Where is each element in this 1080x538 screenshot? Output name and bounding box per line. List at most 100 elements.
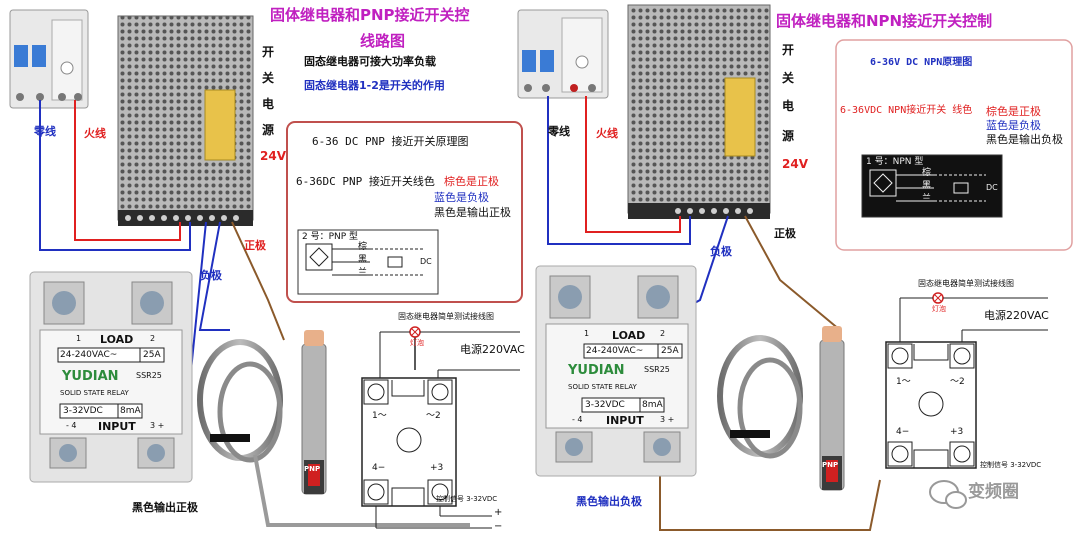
right-ssr-input: INPUT — [606, 414, 644, 427]
right-ssr-load: LOAD — [612, 329, 646, 342]
left-test-title: 固态继电器简单测试接线图 — [398, 312, 494, 321]
power-supply-left — [117, 15, 254, 226]
left-output-label: 黑色输出正极 — [132, 501, 198, 514]
left-ssr-relay: SOLID STATE RELAY — [60, 389, 129, 397]
right-symbol-blue: 兰 — [922, 194, 932, 204]
right-negative-label: 负极 — [710, 245, 732, 258]
left-note-2: 固态继电器1-2是开关的作用 — [304, 79, 445, 92]
right-ssr-n2: 2 — [660, 329, 666, 338]
proximity-sensor-left — [197, 330, 470, 527]
left-box-line2: 蓝色是负极 — [434, 191, 489, 204]
left-neutral-label: 零线 — [34, 125, 56, 138]
left-symbol-dc: DC — [420, 257, 432, 266]
left-symbol-brown: 棕 — [358, 242, 368, 252]
circuit-breaker-right — [517, 9, 609, 99]
left-ssr-n4: - 4 — [66, 421, 77, 430]
right-box-line1a: 6-36VDC NPN接近开关 线色 — [840, 105, 973, 116]
proximity-sensor-right — [717, 326, 845, 491]
right-psu-label-1: 开 — [782, 43, 795, 57]
left-title-line2: 线路图 — [360, 32, 406, 50]
left-ssr-brand: YUDIAN — [62, 369, 119, 384]
right-ssr-n1: 1 — [584, 329, 590, 338]
right-control-signal: 控制信号 3-32VDC — [980, 461, 1042, 469]
right-output-label: 黑色输出负极 — [576, 495, 642, 508]
right-psu-label-3: 电 — [782, 99, 795, 113]
left-terminal-3: +3 — [430, 463, 444, 473]
right-terminal-2: ～2 — [950, 377, 965, 387]
test-circuit-right — [885, 292, 1048, 469]
left-terminal-1: 1～ — [372, 411, 387, 421]
watermark: 变频圈 — [968, 482, 1019, 502]
left-plus-sign: + — [494, 507, 503, 518]
right-live-label: 火线 — [596, 127, 618, 140]
left-symbol-black: 黑 — [358, 255, 368, 265]
left-psu-label-3: 电 — [262, 97, 275, 111]
left-symbol-title: 2 号：PNP 型 — [302, 232, 359, 242]
right-neutral-label: 零线 — [548, 125, 570, 138]
right-psu-label-2: 关 — [782, 71, 795, 85]
principle-frame-right — [835, 39, 1073, 251]
left-psu-label-2: 关 — [262, 71, 275, 85]
right-ssr-dc: 3-32VDC — [585, 400, 625, 410]
left-ssr-n3: 3 + — [150, 421, 165, 430]
right-ssr-amp: 25A — [661, 346, 679, 356]
right-test-title: 固态继电器简单测试接线图 — [918, 279, 1014, 288]
power-supply-right — [627, 4, 771, 219]
right-box-title: 6-36V DC NPN原理图 — [870, 57, 973, 68]
left-psu-voltage: 24V — [260, 149, 286, 163]
left-ssr-range: 24-240VAC~ — [60, 350, 118, 360]
left-minus-sign: − — [494, 521, 503, 532]
left-box-line1a: 6-36DC PNP 接近开关线色 — [296, 175, 435, 188]
right-psu-label-4: 源 — [782, 129, 795, 143]
left-mains-label: 电源220VAC — [460, 343, 525, 356]
left-ssr-n2: 2 — [150, 334, 156, 343]
left-box-title: 6-36 DC PNP 接近开关原理图 — [312, 135, 469, 148]
right-ssr-model: SSR25 — [644, 365, 670, 374]
right-lamp-label: 灯泡 — [932, 305, 946, 313]
pnp-symbol-left — [297, 229, 439, 295]
left-lamp-label: 灯泡 — [410, 339, 424, 347]
left-psu-label-4: 源 — [262, 123, 275, 137]
right-box-line2: 蓝色是负极 — [986, 119, 1041, 132]
left-positive-label: 正极 — [244, 239, 266, 252]
left-box-line1b: 棕色是正极 — [444, 175, 499, 188]
right-sensor-label: PNP — [822, 461, 839, 469]
solid-state-relay-right — [535, 265, 697, 477]
left-ssr-ma: 8mA — [120, 406, 141, 416]
right-psu-voltage: 24V — [782, 157, 808, 171]
left-ssr-input: INPUT — [98, 420, 136, 433]
right-terminal-3: +3 — [950, 427, 964, 437]
left-box-line3: 黑色是输出正极 — [434, 206, 511, 219]
left-negative-label: 负极 — [200, 269, 222, 282]
left-note-1: 固态继电器可接大功率负载 — [304, 55, 436, 68]
left-ssr-dc: 3-32VDC — [63, 406, 103, 416]
right-symbol-brown: 棕 — [922, 168, 932, 178]
right-symbol-black: 黑 — [922, 181, 932, 191]
right-ssr-ma: 8mA — [642, 400, 663, 410]
right-box-line1b: 棕色是正极 — [986, 105, 1041, 118]
left-psu-label-1: 开 — [262, 45, 275, 59]
right-box-line3: 黑色是输出负极 — [986, 133, 1063, 146]
right-positive-label: 正极 — [774, 227, 796, 240]
left-ssr-load: LOAD — [100, 333, 134, 346]
right-ssr-range: 24-240VAC~ — [586, 346, 644, 356]
left-title-line1: 固体继电器和PNP接近开关控 — [270, 6, 470, 24]
principle-frame-left — [286, 121, 523, 303]
right-symbol-dc: DC — [986, 183, 998, 192]
left-sensor-label: PNP — [304, 465, 321, 473]
right-mains-label: 电源220VAC — [984, 309, 1049, 322]
right-ssr-relay: SOLID STATE RELAY — [568, 383, 637, 391]
left-live-label: 火线 — [84, 127, 106, 140]
left-ssr-amp: 25A — [143, 350, 161, 360]
solid-state-relay-left — [29, 271, 193, 483]
left-control-signal: 控制信号 3-32VDC — [436, 495, 498, 503]
test-circuit-left — [361, 326, 520, 529]
left-terminal-4: 4− — [372, 463, 386, 473]
left-ssr-model: SSR25 — [136, 371, 162, 380]
right-ssr-n3: 3 + — [660, 415, 675, 424]
right-ssr-brand: YUDIAN — [568, 363, 625, 378]
right-terminal-1: 1～ — [896, 377, 911, 387]
npn-symbol-right — [861, 154, 1003, 218]
